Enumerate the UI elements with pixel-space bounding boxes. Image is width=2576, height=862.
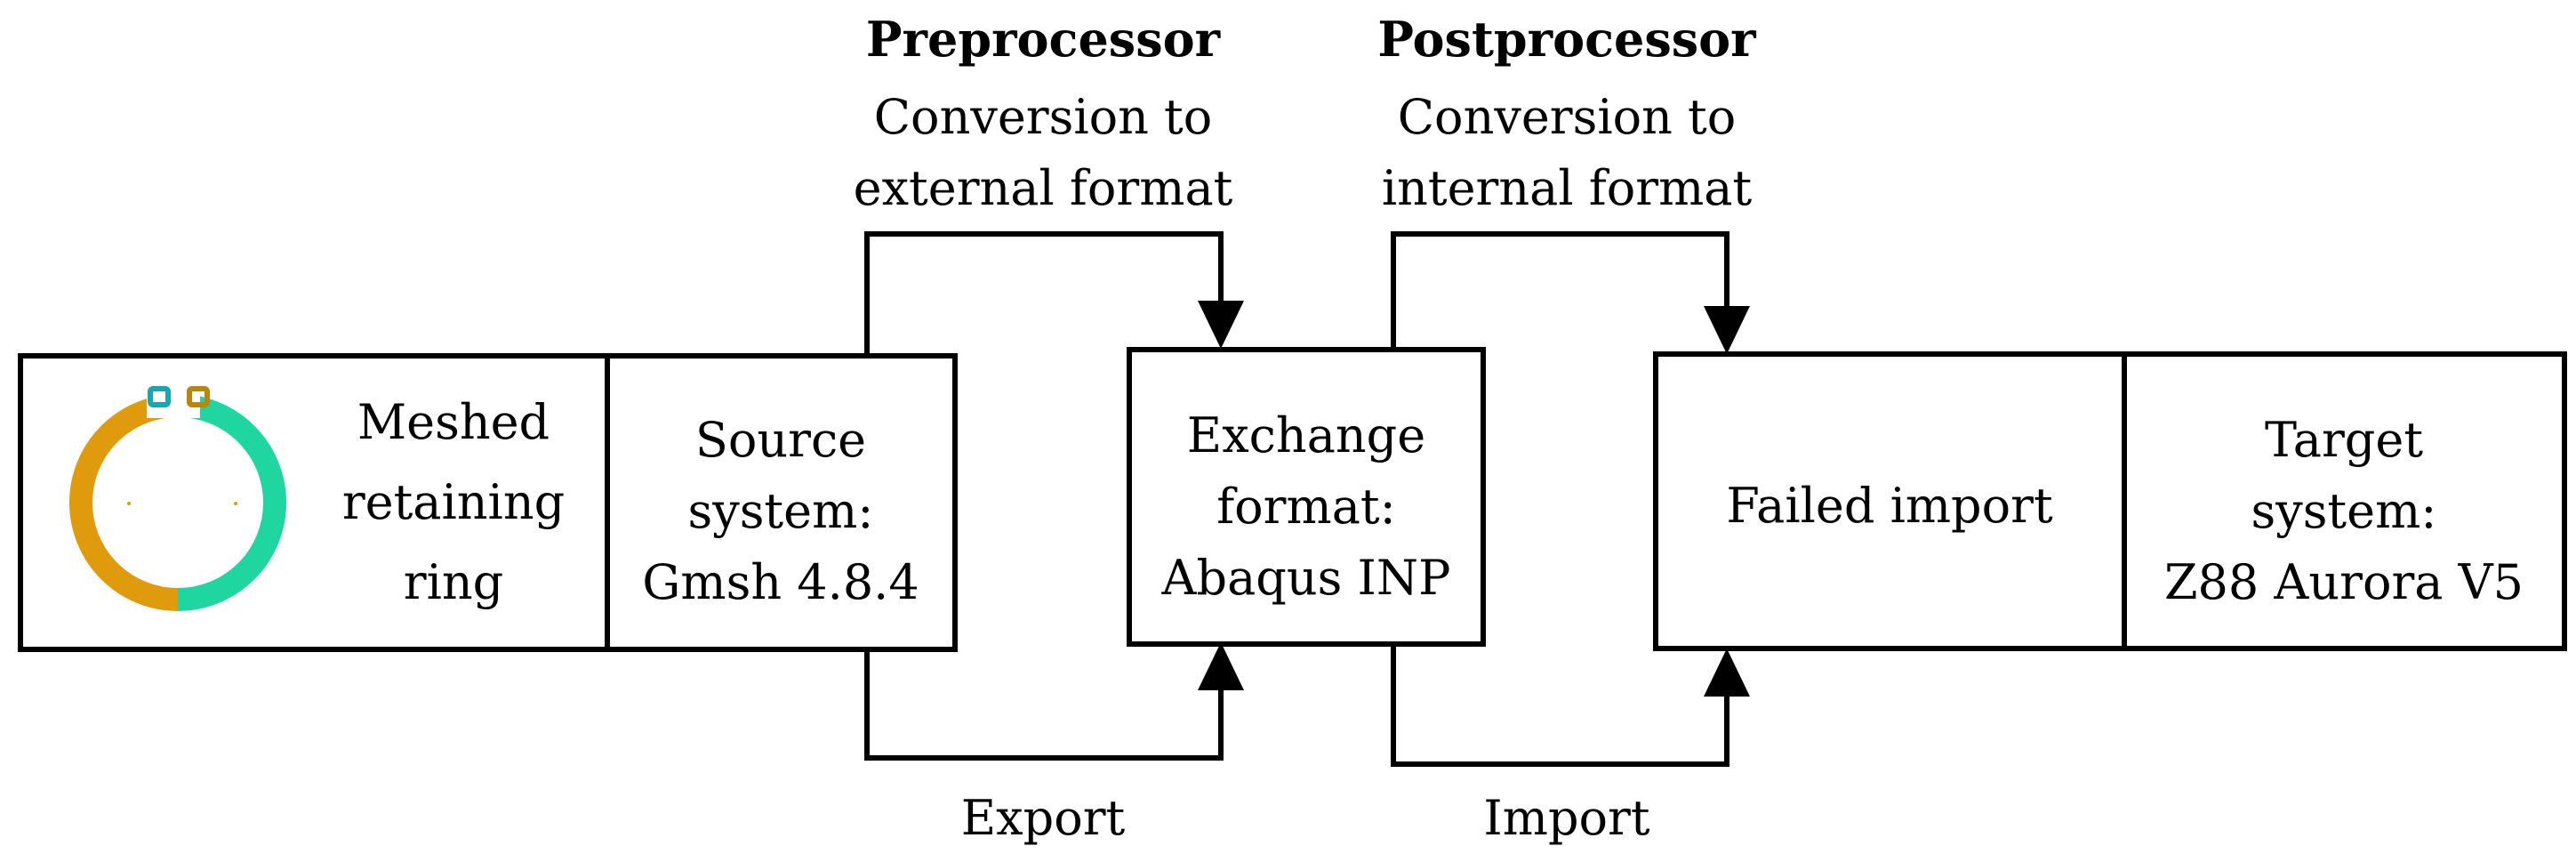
- target-label-line1: Target: [2265, 412, 2423, 468]
- import-arrowhead: [1704, 649, 1750, 697]
- import-connector: [1391, 644, 1729, 767]
- source-label-line1: Source: [695, 412, 866, 468]
- failed-import-label: Failed import: [1726, 478, 2053, 534]
- export-arrowhead: [1198, 642, 1244, 690]
- preprocessor-arrowhead: [1198, 301, 1244, 349]
- ring-label-line1: Meshed: [357, 394, 550, 450]
- preprocessor-line2: external format: [854, 160, 1233, 216]
- preprocessor-line1: Conversion to: [874, 89, 1213, 145]
- exchange-label-line2: format:: [1216, 479, 1396, 535]
- export-connector: [864, 649, 1224, 761]
- exchange-label-line1: Exchange: [1187, 407, 1425, 463]
- ring-box: [18, 353, 610, 652]
- postprocessor-line1: Conversion to: [1398, 89, 1737, 145]
- exchange-format-box: [1127, 347, 1486, 647]
- failed-import-box: [1653, 351, 2127, 651]
- ring-label-line2: retaining: [342, 474, 565, 530]
- source-label-line3: Gmsh 4.8.4: [642, 554, 919, 610]
- postprocessor-arrowhead: [1704, 306, 1750, 354]
- export-label: Export: [961, 790, 1126, 846]
- import-label: Import: [1483, 790, 1649, 846]
- retaining-ring-image: [69, 386, 286, 611]
- source-label-line2: system:: [688, 483, 874, 539]
- postprocessor-line2: internal format: [1382, 160, 1753, 216]
- postprocessor-connector: [1391, 231, 1729, 350]
- source-system-box: [605, 353, 958, 652]
- target-system-box: [2122, 351, 2567, 651]
- preprocessor-title: Preprocessor: [866, 11, 1221, 68]
- ring-label-line3: ring: [404, 554, 503, 610]
- preprocessor-connector: [864, 231, 1224, 356]
- target-label-line3: Z88 Aurora V5: [2164, 554, 2524, 610]
- postprocessor-title: Postprocessor: [1377, 11, 1756, 68]
- exchange-label-line3: Abaqus INP: [1161, 550, 1451, 606]
- target-label-line2: system:: [2251, 483, 2437, 539]
